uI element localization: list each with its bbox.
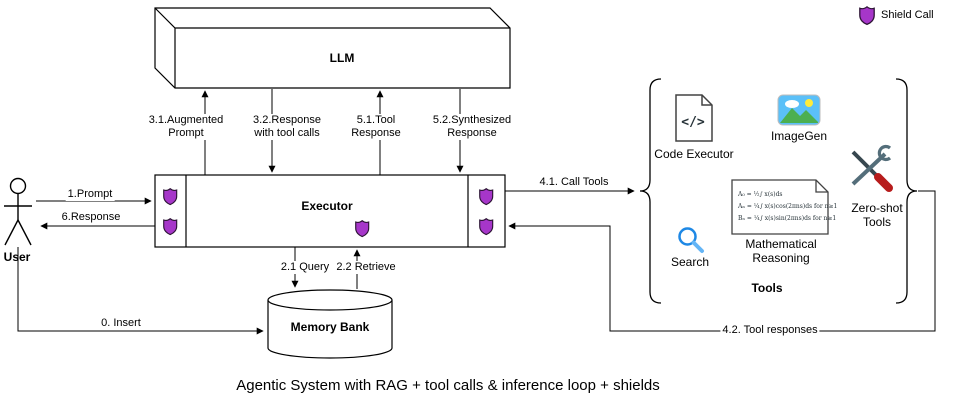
edge-insert	[17, 247, 264, 335]
svg-text:Aₙ = ¼∫ x(s)cos(2πns)ds for n: Aₙ = ¼∫ x(s)cos(2πns)ds for n≥1	[737, 203, 837, 210]
diagram-title: Agentic System with RAG + tool calls & i…	[236, 377, 660, 394]
user-figure-icon	[4, 177, 32, 246]
shield-icon	[163, 218, 178, 236]
math-reasoning-label: Mathematical Reasoning	[745, 237, 817, 266]
math-reasoning-icon: A₀ = ½∫ x(s)ds Aₙ = ¼∫ x(s)cos(2πns)ds f…	[731, 179, 837, 235]
shield-icon	[479, 218, 494, 236]
edge-label-response: 6.Response	[59, 211, 123, 225]
zero-shot-tools-icon	[851, 144, 893, 192]
tools-group-label: Tools	[751, 281, 783, 295]
shield-icon	[479, 188, 494, 206]
edge-label-response-with-tool-calls: 3.2.Response with tool calls	[251, 114, 323, 141]
shield-icon	[355, 220, 370, 238]
legend-shield-call-label: Shield Call	[881, 9, 934, 21]
user-label: User	[3, 250, 31, 264]
shield-icon	[163, 188, 178, 206]
llm-label: LLM	[329, 51, 355, 65]
svg-text:A₀ = ½∫ x(s)ds: A₀ = ½∫ x(s)ds	[737, 191, 783, 198]
code-executor-icon: </>	[675, 94, 713, 142]
left-brace	[639, 78, 662, 304]
edge-label-synthesized-response: 5.2.Synthesized Response	[430, 114, 514, 141]
imagegen-label: ImageGen	[770, 129, 828, 143]
edge-label-tool-responses: 4.2. Tool responses	[720, 324, 820, 338]
shield-icon	[859, 6, 875, 26]
imagegen-icon	[777, 94, 821, 126]
svg-text:</>: </>	[681, 115, 705, 130]
search-label: Search	[670, 255, 710, 269]
edge-label-prompt: 1.Prompt	[65, 188, 115, 202]
svg-text:Bₙ = ¼∫ x(s)sin(2πns)ds for n: Bₙ = ¼∫ x(s)sin(2πns)ds for n≥1	[738, 215, 836, 222]
code-executor-label: Code Executor	[654, 147, 734, 161]
right-brace	[895, 78, 918, 304]
edge-label-insert: 0. Insert	[99, 317, 143, 331]
zero-shot-tools-label: Zero-shot Tools	[851, 201, 903, 230]
search-icon	[678, 227, 704, 253]
memory-bank-label: Memory Bank	[290, 320, 370, 334]
llm-node	[154, 7, 511, 89]
executor-node	[154, 174, 506, 248]
edge-label-query: 2.1 Query	[278, 261, 332, 275]
edge-label-retrieve: 2.2 Retrieve	[334, 261, 398, 275]
edge-label-call-tools: 4.1. Call Tools	[537, 176, 611, 190]
executor-label: Executor	[301, 199, 353, 213]
memory-bank-node	[267, 289, 393, 359]
edge-label-augmented-prompt: 3.1.Augmented Prompt	[146, 114, 226, 141]
edge-label-tool-response: 5.1.Tool Response	[349, 114, 403, 141]
